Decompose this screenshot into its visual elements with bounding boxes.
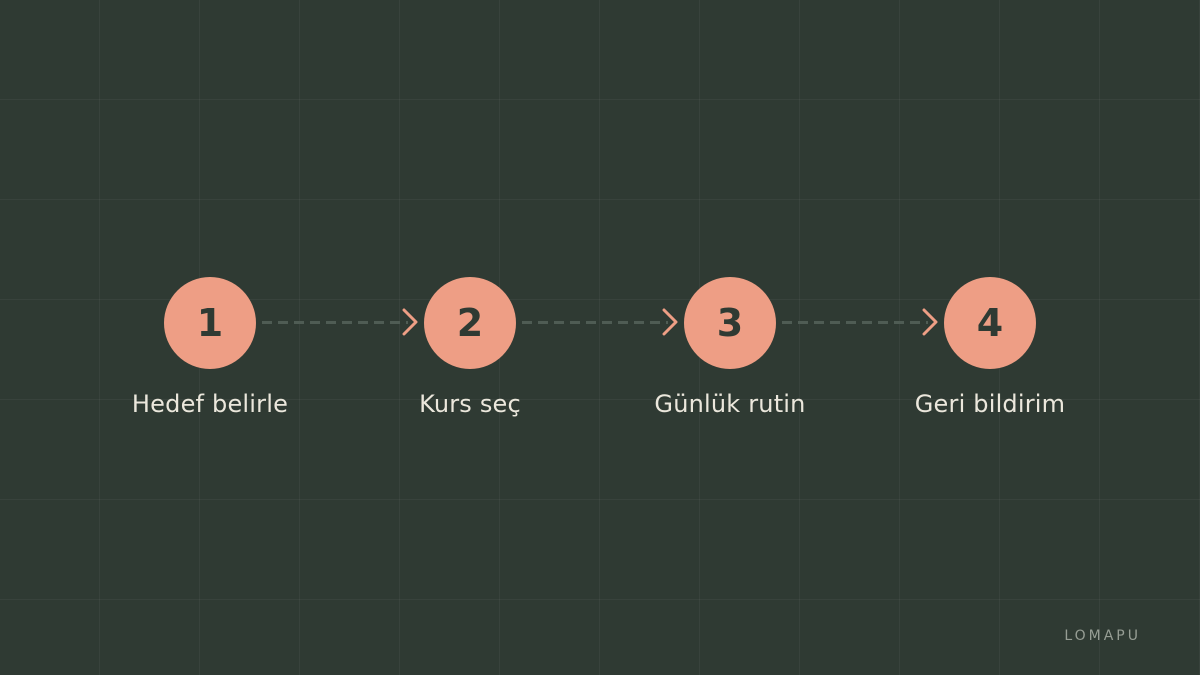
step-2-label: Kurs seç <box>419 390 521 418</box>
step-4-number: 4 <box>976 301 1004 345</box>
arrow-2-3-icon <box>662 308 678 336</box>
step-1-circle: 1 <box>164 277 256 369</box>
step-1: 1 Hedef belirle <box>110 277 310 418</box>
step-4: 4 Geri bildirim <box>890 277 1090 418</box>
arrow-3-4-icon <box>922 308 938 336</box>
step-2-number: 2 <box>456 301 484 345</box>
step-1-number: 1 <box>196 301 224 345</box>
arrow-1-2-icon <box>402 308 418 336</box>
connector-1-2 <box>262 321 408 324</box>
step-3-label: Günlük rutin <box>654 390 806 418</box>
connector-3-4 <box>782 321 928 324</box>
step-3: 3 Günlük rutin <box>630 277 830 418</box>
step-2: 2 Kurs seç <box>370 277 570 418</box>
step-3-circle: 3 <box>684 277 776 369</box>
arrow-1-2-stroke <box>402 308 418 336</box>
arrow-3-4-stroke <box>922 308 938 336</box>
arrow-2-3-stroke <box>662 308 678 336</box>
connector-2-3 <box>522 321 668 324</box>
step-4-label: Geri bildirim <box>914 390 1066 418</box>
step-4-circle: 4 <box>944 277 1036 369</box>
step-3-number: 3 <box>716 301 744 345</box>
brand-wordmark: LOMAPU <box>1064 628 1141 644</box>
step-2-circle: 2 <box>424 277 516 369</box>
step-1-label: Hedef belirle <box>131 390 289 418</box>
